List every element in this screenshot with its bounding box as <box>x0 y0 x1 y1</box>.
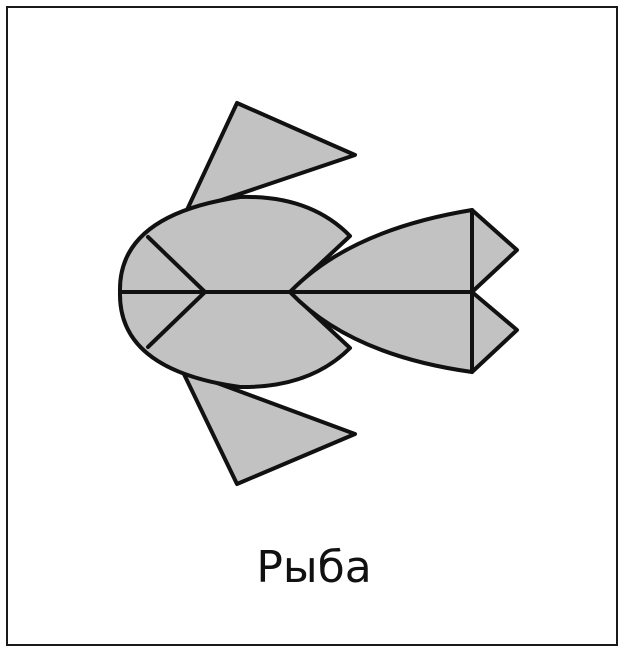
upper-fin-shape <box>186 103 355 212</box>
lower-tail-tip-shape <box>472 292 517 372</box>
figure-caption: Рыба <box>0 546 628 590</box>
upper-tail-tip-shape <box>472 210 517 292</box>
